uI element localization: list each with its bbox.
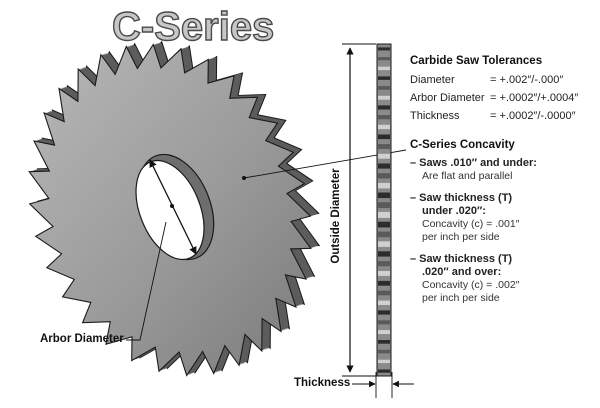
concavity-item-text: Are flat and parallel — [422, 170, 513, 182]
concavity-item: – Saw thickness (T) under .020″: Concavi… — [410, 192, 598, 244]
tolerance-value: = +.0002″/+.0004″ — [490, 92, 579, 104]
side-view-tooth — [378, 76, 390, 80]
side-view-tooth — [378, 290, 390, 296]
tolerance-name: Diameter — [410, 74, 455, 86]
side-view-tooth — [378, 57, 390, 61]
side-view-tooth — [378, 349, 390, 354]
arbor-leader-line — [126, 221, 167, 341]
side-view-tooth — [378, 134, 390, 140]
tolerance-row: Thickness = +.0002″/-.0000″ — [410, 107, 598, 125]
side-view-tooth — [378, 231, 390, 238]
side-view-tooth — [378, 280, 390, 286]
concavity-item-title: – Saw thickness (T) — [410, 253, 513, 265]
concavity-item-title: – Saw thickness (T) — [410, 192, 513, 204]
tolerances-heading: Carbide Saw Tolerances — [410, 55, 543, 67]
side-view-tooth — [378, 251, 390, 257]
side-view-tooth — [378, 86, 390, 90]
tolerance-row: Diameter = +.002″/-.000″ — [410, 71, 598, 89]
tolerance-row: Arbor Diameter = +.0002″/+.0004″ — [410, 89, 598, 107]
side-view-tooth — [378, 66, 390, 71]
side-view-tooth — [378, 300, 390, 305]
tolerance-value: = +.002″/-.000″ — [490, 74, 564, 86]
side-view-tooth — [378, 173, 390, 179]
side-view-tooth — [378, 271, 390, 276]
side-view-tooth — [378, 115, 390, 120]
outside-diameter-label: Outside Diameter — [330, 168, 342, 264]
side-view-tooth — [378, 163, 390, 169]
side-view-tooth — [378, 144, 390, 149]
arbor-diameter-label: Arbor Diameter — [40, 333, 124, 345]
tolerance-name: Arbor Diameter — [410, 92, 485, 104]
side-view-tooth — [378, 182, 390, 189]
side-view-tooth — [378, 261, 390, 267]
side-view-tooth — [378, 241, 390, 247]
concavity-item-text: per inch per side — [422, 292, 500, 304]
side-view-tooth — [378, 211, 390, 218]
thickness-arrows — [352, 372, 414, 398]
side-view-tooth — [378, 320, 390, 325]
side-view-tooth — [378, 340, 390, 344]
tolerance-name: Thickness — [410, 110, 460, 122]
side-view-tooth — [378, 124, 390, 130]
thickness-label: Thickness — [294, 377, 351, 389]
concavity-item-text: Concavity (c) = .001″ — [422, 218, 520, 230]
side-view-tooth — [378, 192, 390, 199]
side-view-tooth — [378, 105, 390, 110]
side-view-tooth — [378, 369, 390, 373]
concavity-item: – Saws .010″ and under: Are flat and par… — [410, 157, 598, 183]
concavity-heading: C-Series Concavity — [410, 139, 515, 151]
concavity-item-title: – Saws .010″ and under: — [410, 157, 537, 169]
concavity-item-title-2: under .020″: — [422, 205, 486, 217]
side-view-tooth — [378, 359, 390, 364]
specifications-panel: Carbide Saw Tolerances Diameter = +.002″… — [410, 55, 598, 305]
side-view-tooth — [378, 310, 390, 315]
side-view-body — [376, 43, 392, 377]
side-view-tooth — [378, 221, 390, 228]
concavity-item-text: Concavity (c) = .002″ — [422, 279, 520, 291]
concavity-item-text: per inch per side — [422, 231, 500, 243]
concavity-item-title-2: .020″ and over: — [422, 266, 502, 278]
page-title: C-Series — [111, 4, 275, 49]
concavity-item: – Saw thickness (T) .020″ and over: Conc… — [410, 253, 598, 305]
side-view-tooth — [378, 47, 390, 51]
saw-side-view — [376, 43, 392, 377]
side-view-tooth — [378, 202, 390, 208]
side-view-tooth — [378, 95, 390, 100]
side-view-tooth — [378, 330, 390, 334]
tolerance-value: = +.0002″/-.0000″ — [490, 110, 576, 122]
side-view-tooth — [378, 153, 390, 159]
